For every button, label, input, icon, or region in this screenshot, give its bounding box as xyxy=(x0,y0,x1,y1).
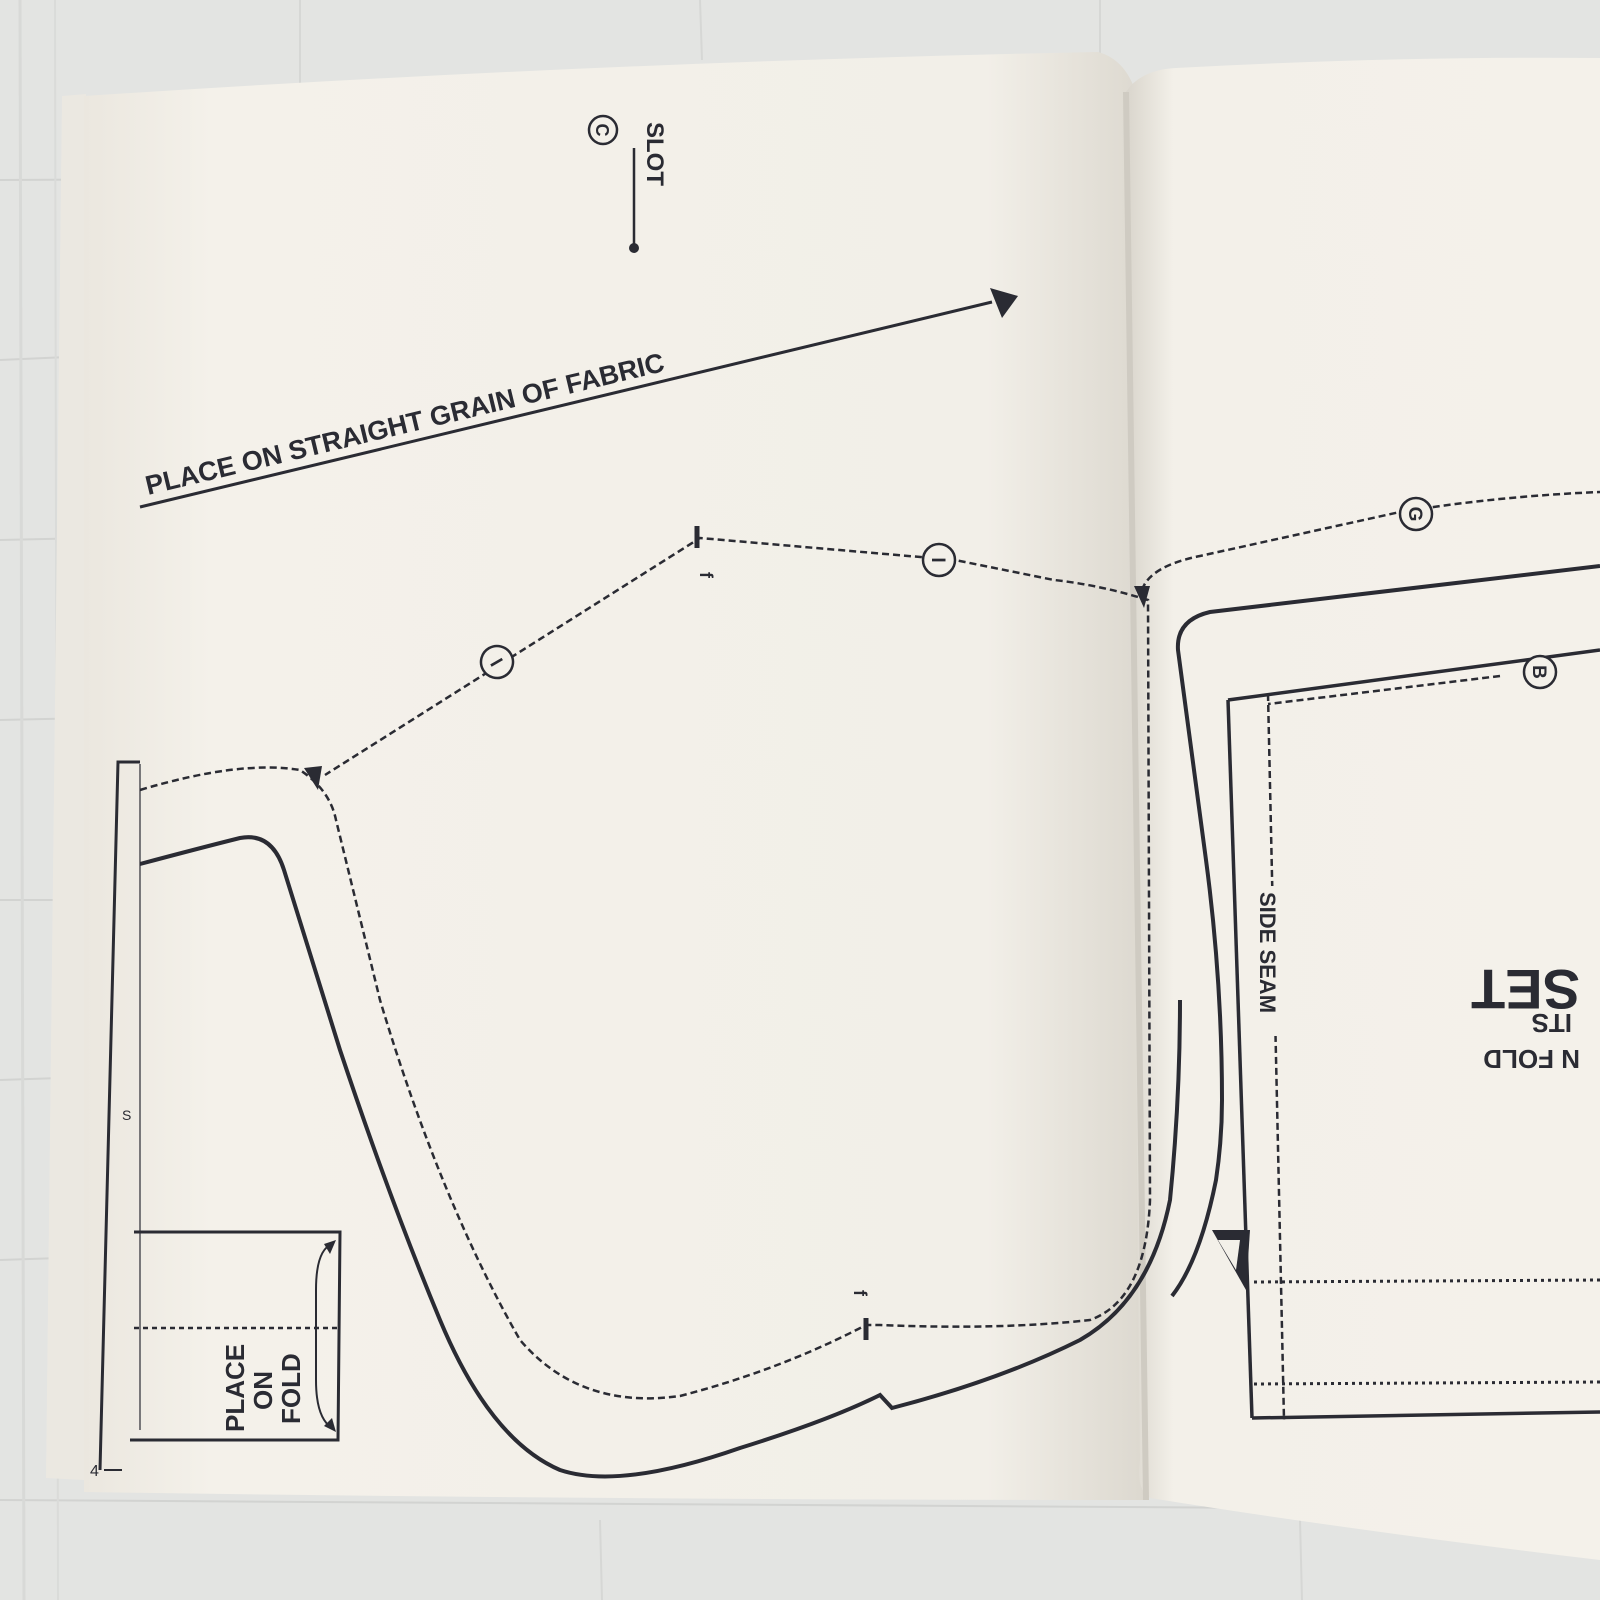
fold-text-line-2: ON xyxy=(248,1371,278,1410)
inverted-text-2: ITS xyxy=(1532,1008,1572,1038)
grainline-arrow-line xyxy=(139,300,993,509)
inverted-text-3: SET xyxy=(1471,958,1580,1021)
fold-bracket xyxy=(315,1243,333,1429)
slot-end-dot xyxy=(629,243,639,253)
fold-box: PLACE ON FOLD xyxy=(130,1230,342,1442)
slot-label: SLOT xyxy=(641,122,668,186)
cutting-line-left xyxy=(139,835,1182,1479)
notch-triangle-2 xyxy=(1134,586,1150,608)
top-fragment: D xyxy=(1585,96,1600,147)
notch-triangle-1 xyxy=(304,766,322,790)
notch-letter-1: f xyxy=(696,572,716,579)
notch-letter-2: f xyxy=(850,1290,870,1297)
right-pattern: G B SIDE SEAM N FOLD ITS SET D xyxy=(1140,96,1600,1421)
marker-letter-2: I xyxy=(927,557,948,562)
marker-letter-3: G xyxy=(1404,507,1425,522)
right-page xyxy=(1126,57,1600,1561)
page-number: 4 xyxy=(90,1463,99,1480)
marker-circle-3 xyxy=(1398,496,1434,532)
under-pages xyxy=(46,94,86,1480)
fold-text-line-1: PLACE xyxy=(220,1344,250,1432)
dotted-line-2 xyxy=(1253,1380,1600,1386)
booklet xyxy=(46,52,1600,1561)
slot-letter: C xyxy=(592,124,612,137)
left-page xyxy=(84,52,1146,1500)
side-seam-label: SIDE SEAM xyxy=(1255,892,1280,1013)
marker-letter-4: B xyxy=(1528,665,1549,679)
marker-circle-1 xyxy=(479,644,515,680)
edge-mark: S xyxy=(122,1107,131,1123)
fold-text-line-3: FOLD xyxy=(276,1353,306,1424)
stitching-line-left xyxy=(139,536,1152,1400)
grainline-arrowhead xyxy=(990,288,1018,318)
dotted-line-1 xyxy=(1253,1278,1600,1284)
inverted-text-1: N FOLD xyxy=(1483,1044,1580,1074)
marker-circle-2 xyxy=(921,542,957,578)
left-edge-piece xyxy=(98,760,140,1471)
cutting-line-right xyxy=(1170,564,1600,1298)
stitching-line-right-top xyxy=(1140,490,1600,591)
stitching-line-right-inner xyxy=(1266,693,1286,1421)
marker-circle-4 xyxy=(1522,654,1558,690)
slot-circle xyxy=(587,114,619,146)
